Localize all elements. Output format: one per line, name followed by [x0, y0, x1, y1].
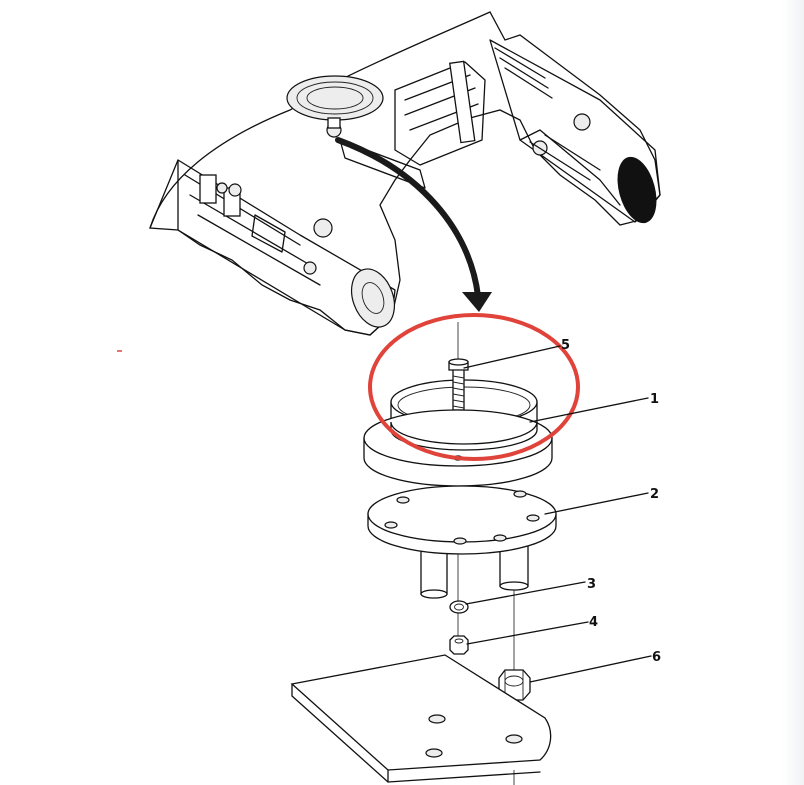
base-plate — [290, 654, 552, 783]
slewing-ring — [286, 75, 384, 121]
left-bracket-a — [199, 174, 217, 204]
left-bolt-a — [228, 183, 242, 197]
roller-left-lower — [303, 261, 317, 275]
part-3-washer — [449, 600, 469, 614]
leader-4 — [466, 621, 589, 645]
leader-5-top — [463, 345, 561, 369]
highlight-circle — [368, 313, 580, 461]
chassis-mount-point — [326, 117, 342, 138]
locator-arrow — [335, 137, 492, 312]
callout-4: 4 — [589, 615, 598, 630]
page-edge-shadow — [782, 0, 804, 785]
callout-5-top: 5 — [561, 338, 570, 353]
leader-1 — [529, 397, 649, 423]
left-track-frame — [149, 159, 396, 336]
part-5-bolt — [448, 358, 469, 411]
leader-lines — [463, 345, 652, 683]
part-4-small-nut — [449, 635, 469, 655]
part-2-mounting-plate — [367, 485, 557, 599]
chassis-outline — [149, 11, 661, 336]
leader-6 — [529, 655, 652, 683]
callout-1: 1 — [650, 392, 659, 407]
callout-3: 3 — [587, 577, 596, 592]
leader-3 — [465, 581, 586, 605]
callout-2: 2 — [650, 487, 659, 502]
leader-2 — [544, 492, 649, 515]
left-bolt-b — [216, 182, 228, 194]
callout-labels: 5 1 2 3 4 6 — [561, 338, 661, 665]
center-frame — [339, 60, 486, 189]
roller-right — [573, 113, 591, 131]
callout-6: 6 — [652, 650, 661, 665]
sprocket-wheel — [350, 268, 396, 328]
chassis-assembly — [149, 11, 661, 336]
idler-wheel — [617, 156, 657, 224]
large-flange — [363, 409, 553, 487]
roller-left — [313, 218, 333, 238]
right-track-frame — [489, 39, 661, 224]
